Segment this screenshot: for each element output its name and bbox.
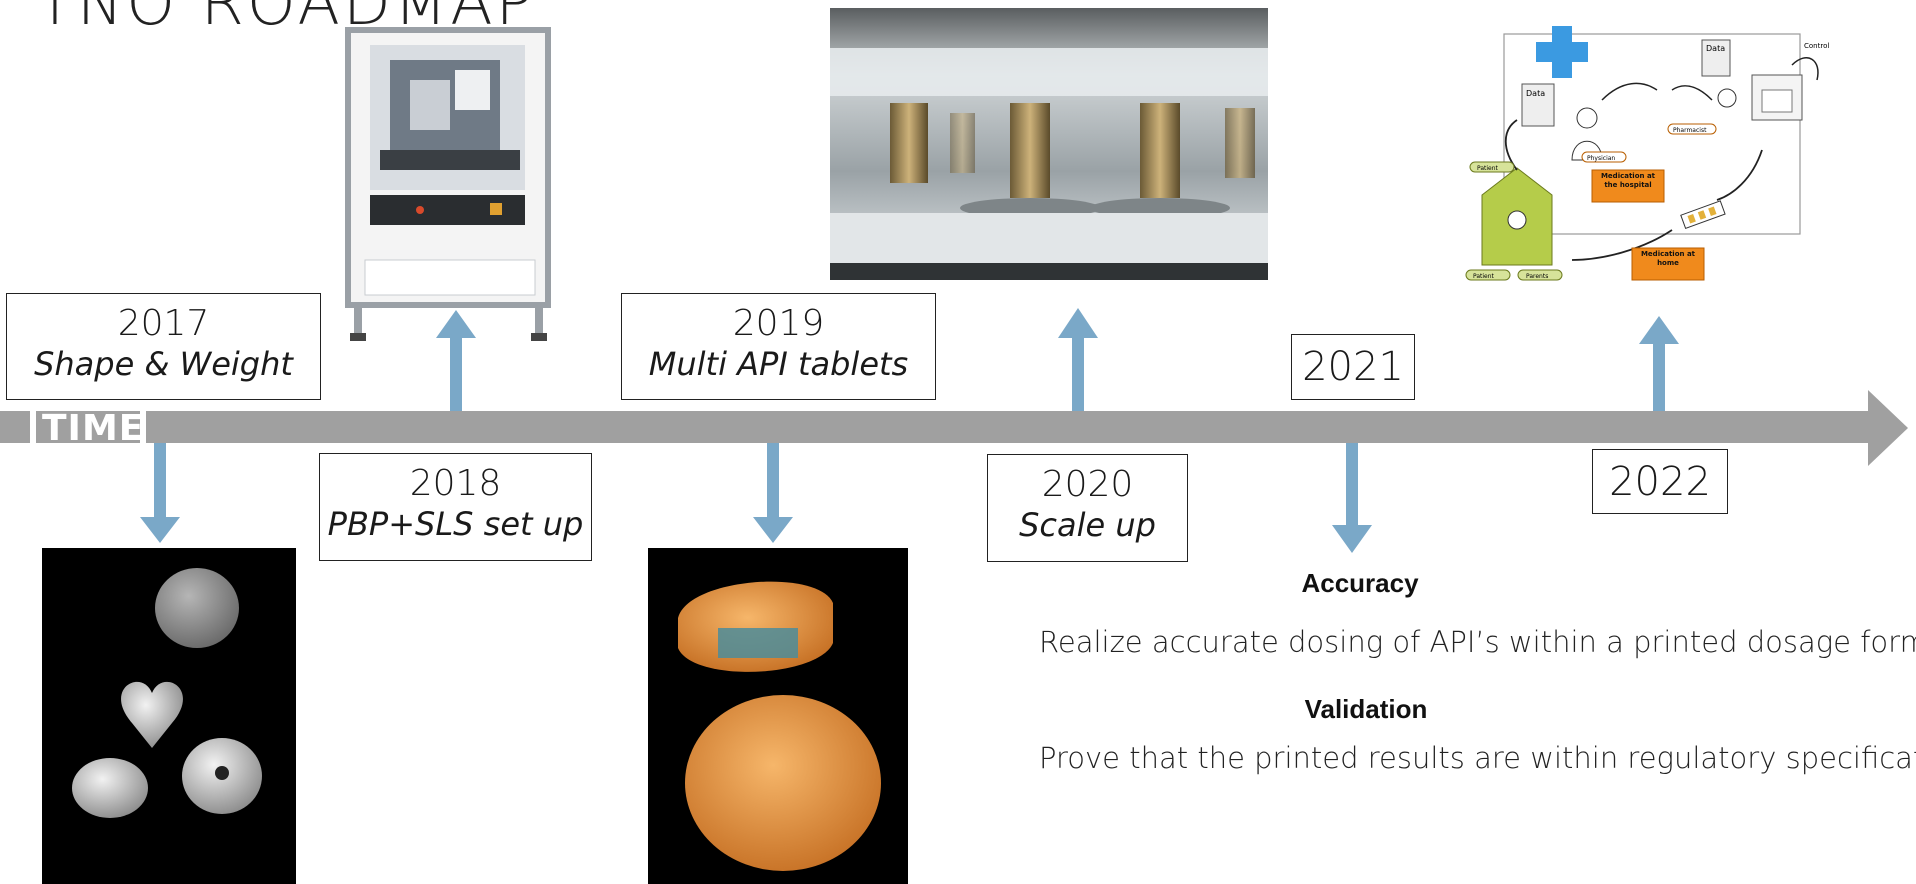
diagram-medication-hospital-label: Medication at the hospital [1600, 172, 1656, 189]
milestone-year: 2020 [1041, 464, 1134, 505]
diagram-data-label-1: Data [1526, 89, 1545, 98]
tablet-shapes-photo [42, 548, 296, 884]
diagram-pharmacist-label: Pharmacist [1673, 127, 1707, 134]
time-label: TIME [0, 408, 146, 449]
time-label-text: TIME [42, 408, 145, 449]
diagram-medication-home-label: Medication at home [1640, 250, 1696, 267]
validation-heading: Validation [1304, 694, 1428, 724]
arrow-2020-up [1058, 308, 1098, 411]
diagram-parents-label: Parents [1526, 273, 1548, 280]
milestone-2017: 2017 Shape & Weight [6, 293, 321, 400]
arrow-2021-down [1332, 443, 1372, 555]
accuracy-description: Realize accurate dosing of API’s within … [1039, 625, 1916, 659]
care-workflow-diagram: Data Data Control Pharmacist Physician P… [1462, 20, 1842, 290]
arrow-2018-up [436, 310, 476, 411]
milestone-year: 2017 [117, 303, 210, 344]
diagram-patient-label-1: Patient [1477, 165, 1499, 172]
timeline-bar [0, 411, 1880, 443]
milestone-2022: 2022 [1592, 449, 1728, 514]
timeline-arrowhead [1868, 390, 1908, 466]
printer-photo [340, 25, 555, 345]
diagram-data-label-2: Data [1706, 44, 1725, 53]
arrow-2022-up [1639, 316, 1679, 411]
milestone-year: 2018 [409, 463, 502, 504]
milestone-subtitle: Multi API tablets [648, 345, 909, 383]
milestone-subtitle: Scale up [1019, 506, 1156, 544]
milestone-2019: 2019 Multi API tablets [621, 293, 936, 400]
multi-api-tablet-photo [648, 548, 908, 884]
validation-description: Prove that the printed results are withi… [1039, 741, 1916, 775]
diagram-control-label: Control [1804, 42, 1829, 50]
accuracy-heading: Accuracy [1301, 568, 1419, 598]
milestone-2018: 2018 PBP+SLS set up [319, 453, 592, 561]
milestone-2021: 2021 [1291, 334, 1415, 400]
milestone-year: 2022 [1609, 458, 1711, 505]
diagram-patient-label-2: Patient [1473, 273, 1495, 280]
nozzles-photo [830, 8, 1268, 280]
arrow-2019-down [753, 443, 793, 545]
milestone-subtitle: PBP+SLS set up [327, 505, 584, 543]
diagram-physician-label: Physician [1587, 155, 1615, 162]
milestone-year: 2019 [732, 303, 825, 344]
milestone-subtitle: Shape & Weight [34, 345, 293, 383]
arrow-2017-down [140, 443, 180, 545]
milestone-year: 2021 [1302, 344, 1404, 390]
milestone-2020: 2020 Scale up [987, 454, 1188, 562]
